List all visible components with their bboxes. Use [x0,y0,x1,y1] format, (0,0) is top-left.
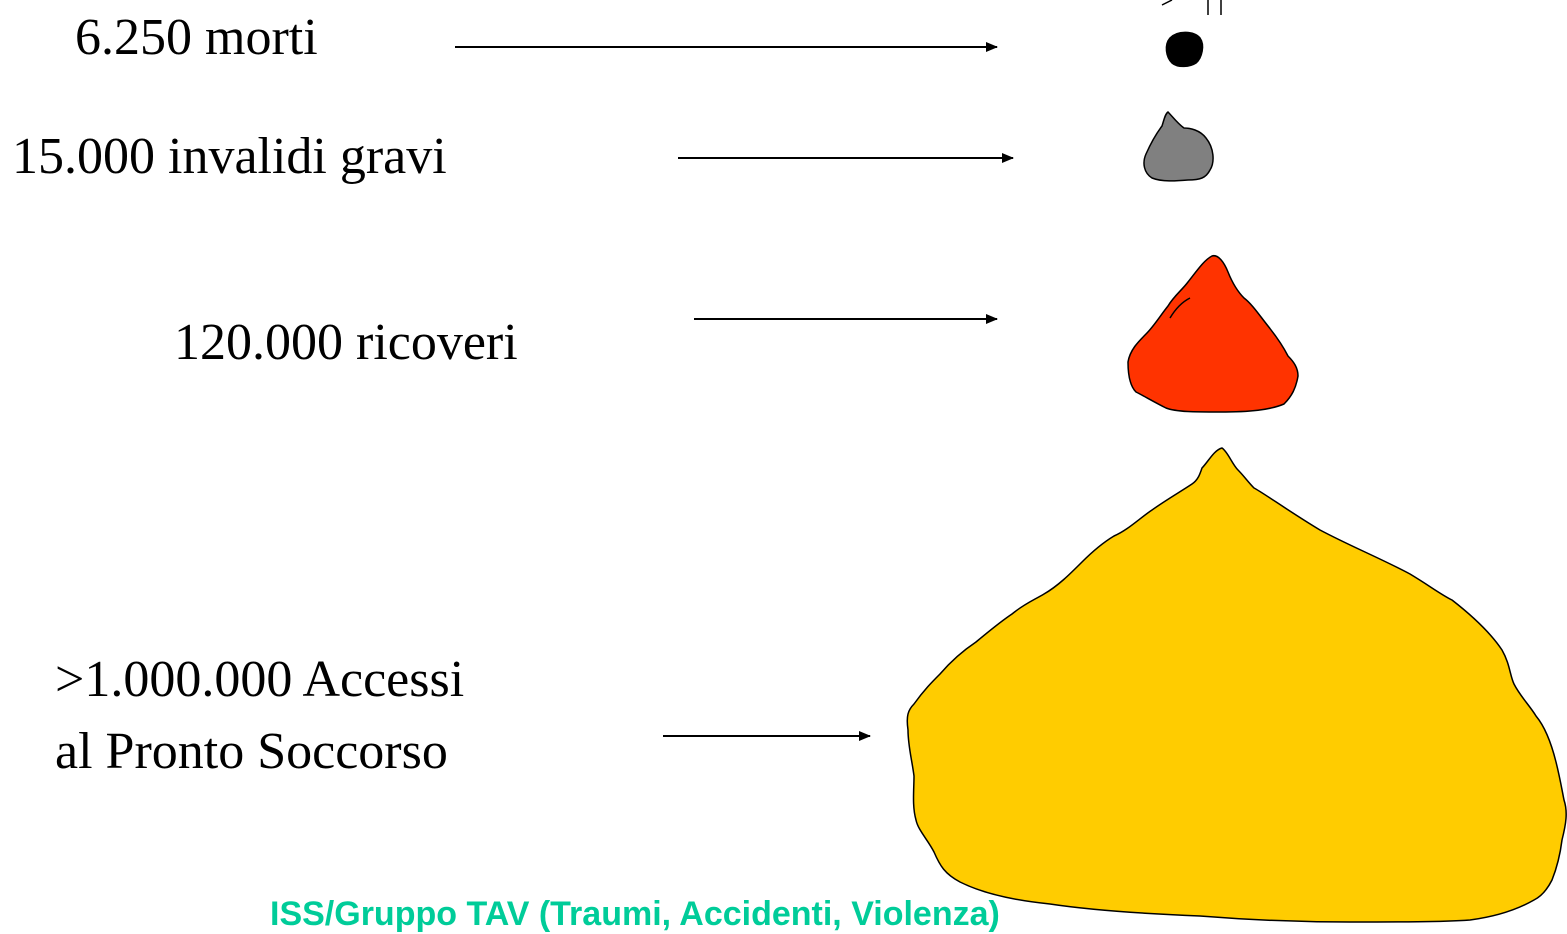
shape-deaths [1165,31,1204,68]
shape-hospitalizations [1127,254,1299,413]
label-deaths: 6.250 morti [75,9,318,66]
shape-disabled [1143,111,1214,182]
shape-hospitalizations-crease [1169,297,1191,319]
label-er-line1: >1.000.000 Accessi [55,651,465,708]
shape-er [906,447,1567,923]
label-hospitalizations: 120.000 ricoveri [174,314,518,371]
label-disabled: 15.000 invalidi gravi [12,128,447,185]
source-footer: ISS/Gruppo TAV (Traumi, Accidenti, Viole… [270,895,1000,933]
edge-marks [1161,0,1222,15]
label-er-line2: al Pronto Soccorso [55,723,448,780]
